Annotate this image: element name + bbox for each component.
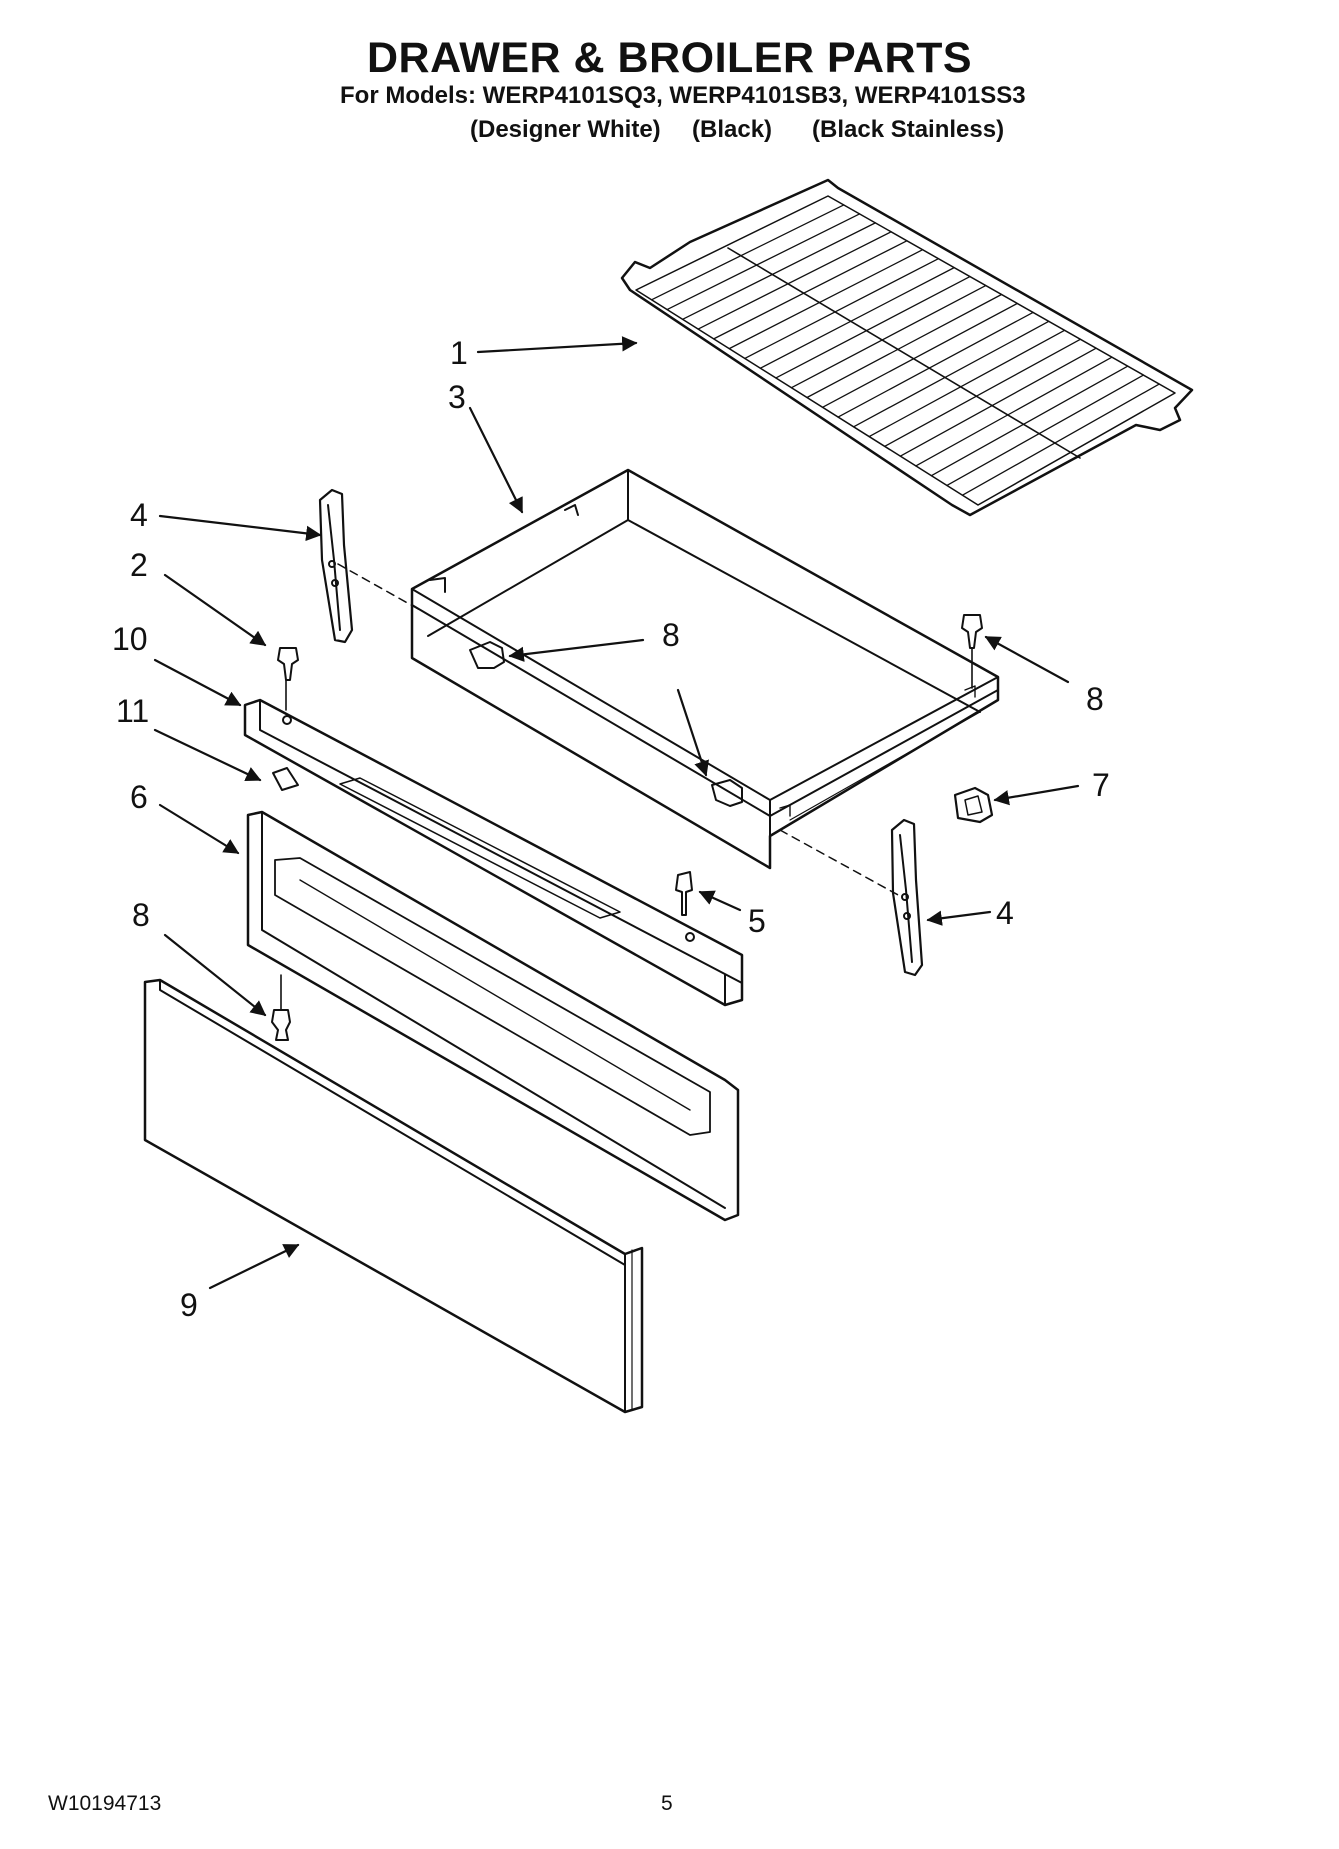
callout-5: 5 xyxy=(748,903,766,939)
rack-wire xyxy=(666,213,861,311)
page-number: 5 xyxy=(661,1792,673,1815)
rack-wire xyxy=(650,204,845,301)
callout-4-right: 4 xyxy=(996,895,1014,931)
callout-8-lower-left: 8 xyxy=(132,897,150,933)
screw-part-2 xyxy=(277,647,299,711)
rack-wire xyxy=(852,320,1050,428)
callout-1: 1 xyxy=(450,335,468,371)
broiler-rack-part xyxy=(620,178,1194,517)
page-title: DRAWER & BROILER PARTS xyxy=(366,34,973,82)
rack-wire xyxy=(681,222,876,320)
rack-wire xyxy=(775,275,971,379)
rack-wire xyxy=(759,266,955,369)
callout-8-right: 8 xyxy=(1086,681,1104,717)
rack-wire xyxy=(806,293,1003,399)
rack-wire xyxy=(946,374,1145,487)
models-line: For Models: WERP4101SQ3, WERP4101SB3, WE… xyxy=(340,82,1026,109)
callout-6: 6 xyxy=(130,779,148,815)
screw-part-8-lower xyxy=(271,974,291,1041)
rack-wire xyxy=(961,383,1160,496)
callout-10: 10 xyxy=(112,621,148,657)
pin-part-5 xyxy=(675,871,693,916)
screw-part-8-middle xyxy=(711,779,743,807)
callout-leaders xyxy=(153,336,1080,1290)
inner-door-panel-part xyxy=(246,810,740,1222)
rack-wire xyxy=(884,338,1082,448)
rack-wire xyxy=(899,347,1097,457)
rack-wire xyxy=(713,240,908,340)
bracket-part-7 xyxy=(953,786,994,824)
callout-9: 9 xyxy=(180,1287,198,1323)
drawer-handle-trim-part xyxy=(243,698,744,1007)
rack-wire xyxy=(728,249,924,350)
color-black-stainless: (Black Stainless) xyxy=(812,116,1005,143)
rack-wire xyxy=(744,258,940,360)
color-designer-white: (Designer White) xyxy=(470,116,661,143)
screw-part-8-upper-right xyxy=(961,614,983,689)
color-black: (Black) xyxy=(692,116,773,143)
callout-3: 3 xyxy=(448,379,466,415)
rack-wire xyxy=(821,302,1018,408)
rack-wire xyxy=(868,329,1066,438)
outer-drawer-front-part xyxy=(143,978,644,1414)
clip-part xyxy=(272,767,299,791)
callout-2: 2 xyxy=(130,547,148,583)
callout-4-left: 4 xyxy=(130,497,148,533)
screw-part-8-upper-left xyxy=(469,641,505,669)
rack-wire xyxy=(930,365,1129,477)
callout-8-middle: 8 xyxy=(662,617,680,653)
rack-wire xyxy=(837,311,1034,418)
callout-7: 7 xyxy=(1092,767,1110,803)
drawer-slide-left-part xyxy=(318,488,354,644)
document-number: W10194713 xyxy=(48,1792,162,1815)
callout-11: 11 xyxy=(116,693,149,729)
rack-wire xyxy=(790,284,987,389)
rack-wire xyxy=(697,231,892,330)
rack-wire xyxy=(915,356,1113,467)
drawer-slide-right-part xyxy=(890,818,924,977)
drawer-body-part xyxy=(410,468,1000,870)
